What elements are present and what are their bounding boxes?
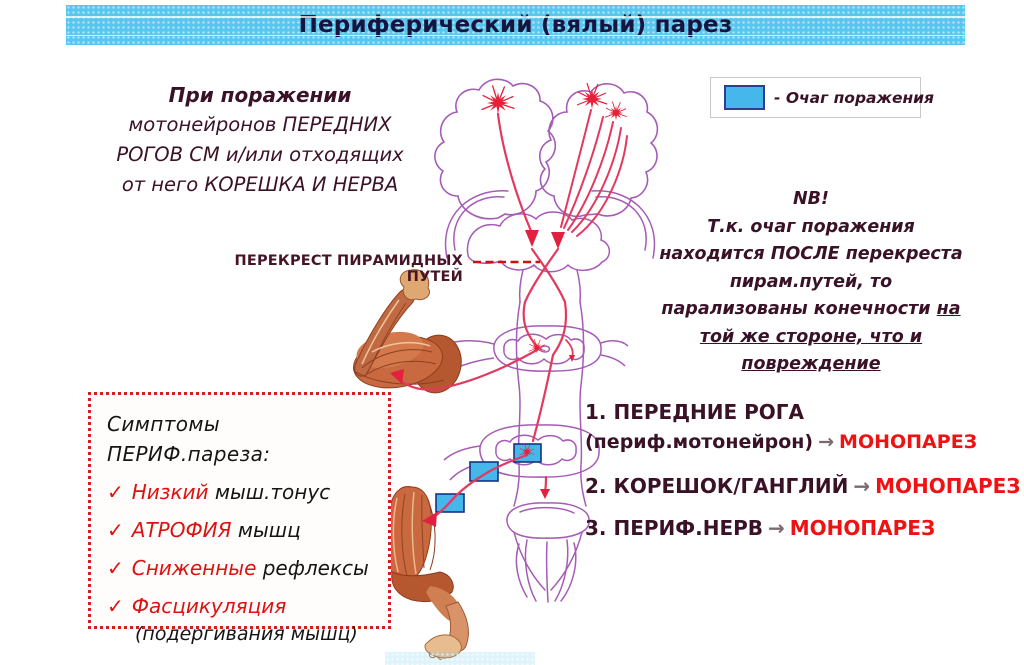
symptom-item-2: ✓АТРОФИЯ мышц <box>107 518 301 542</box>
outcome-3-paresis: МОНОПАРЕЗ <box>789 516 936 540</box>
outcome-3-site: 3. ПЕРИФ.НЕРВ <box>585 516 764 540</box>
outcome-1-result: (периф.мотонейрон)→МОНОПАРЕЗ <box>585 431 977 453</box>
conus-arrowhead <box>540 489 550 499</box>
symptom-item-4-note: (подергивания мышц) <box>135 623 358 645</box>
nb-line-5: той же стороне, что и <box>699 326 923 347</box>
intro-line-4: от него КОРЕШКА И НЕРВА <box>121 173 399 196</box>
arm-muscle-illustration <box>352 269 462 394</box>
leg-arrowhead <box>422 512 437 527</box>
checkmark-icon: ✓ <box>107 556 124 580</box>
outcome-3: 3. ПЕРИФ.НЕРВ→МОНОПАРЕЗ <box>585 516 935 540</box>
arrow-icon: → <box>768 516 785 540</box>
legend-label: - Очаг поражения <box>774 88 934 107</box>
cortex-neuron-left <box>480 84 516 115</box>
legend-box: - Очаг поражения <box>710 77 934 118</box>
spinal-cord-outline <box>513 301 587 507</box>
symptom-item-3: ✓Сниженные рефлексы <box>107 556 369 580</box>
outcome-1-site: 1. ПЕРЕДНИЕ РОГА <box>585 400 804 424</box>
bottom-banner-strip <box>385 652 535 665</box>
outcome-1-sublabel: (периф.мотонейрон) <box>585 431 814 453</box>
lesion-outcomes-list: 1. ПЕРЕДНИЕ РОГА (периф.мотонейрон)→МОНО… <box>585 400 1020 550</box>
arrow-icon: → <box>818 431 835 453</box>
decussation-arrowhead-right <box>551 232 565 249</box>
banner-stripe-top <box>66 16 965 18</box>
cortex-neuron-right-1 <box>576 82 608 110</box>
symptoms-box: Симптомы ПЕРИФ.пареза: ✓Низкий мыш.тонус… <box>88 392 391 645</box>
banner-stripe-bottom <box>66 34 965 36</box>
symptom-item-4: ✓Фасцикуляция <box>107 594 287 618</box>
nb-line-2: находится ПОСЛЕ перекреста <box>659 244 963 264</box>
nb-line-4: парализованы конечности на <box>661 299 961 319</box>
nb-line-1: Т.к. очаг поражения <box>707 216 915 237</box>
conus-and-cauda-equina <box>506 502 590 603</box>
nb-line-3: пирам.путей, то <box>729 271 893 292</box>
nb-note: NB! Т.к. очаг поражения находится ПОСЛЕ … <box>642 186 980 379</box>
lesion-squares <box>435 443 542 513</box>
checkmark-icon: ✓ <box>107 480 124 504</box>
outcome-1-paresis: МОНОПАРЕЗ <box>839 431 978 453</box>
arrow-icon: → <box>853 474 871 498</box>
outcome-2: 2. КОРЕШОК/ГАНГЛИЙ→МОНОПАРЕЗ <box>585 474 1020 498</box>
symptom-item-1: ✓Низкий мыш.тонус <box>107 480 331 504</box>
arm-arrowhead <box>390 369 404 384</box>
brain-outline <box>434 78 659 220</box>
cortex-neuron-right-2 <box>604 101 628 121</box>
lesion-swatch-icon <box>724 85 765 110</box>
outcome-2-site: 2. КОРЕШОК/ГАНГЛИЙ <box>585 474 849 498</box>
checkmark-icon: ✓ <box>107 594 124 618</box>
lesion-square-root-ganglion <box>469 461 499 482</box>
symptoms-title: Симптомы ПЕРИФ.пареза: <box>107 412 271 466</box>
intro-line-3: РОГОВ СМ и/или отходящих <box>116 143 404 166</box>
spinal-section-cervical <box>433 325 629 375</box>
outcome-2-paresis: МОНОПАРЕЗ <box>875 474 1021 498</box>
cerebellum-pons-outline <box>444 190 656 303</box>
corticospinal-tract <box>397 109 628 521</box>
intro-text: При поражении мотонейронов ПЕРЕДНИХ РОГО… <box>82 80 438 200</box>
cervical-right-arrowhead <box>569 355 575 362</box>
nb-heading: NB! <box>793 189 829 209</box>
leg-muscle-illustration <box>385 486 469 660</box>
decussation-label: ПЕРЕКРЕСТ ПИРАМИДНЫХ ПУТЕЙ <box>234 253 463 285</box>
tract-arrowheads <box>390 230 575 527</box>
intro-line-1: При поражении <box>168 83 352 107</box>
checkmark-icon: ✓ <box>107 518 124 542</box>
nb-line-6: повреждение <box>741 354 881 374</box>
decussation-arrowhead-left <box>525 230 539 247</box>
title-banner: Периферический (вялый) парез <box>66 5 965 45</box>
intro-line-2: мотонейронов ПЕРЕДНИХ <box>128 113 392 136</box>
